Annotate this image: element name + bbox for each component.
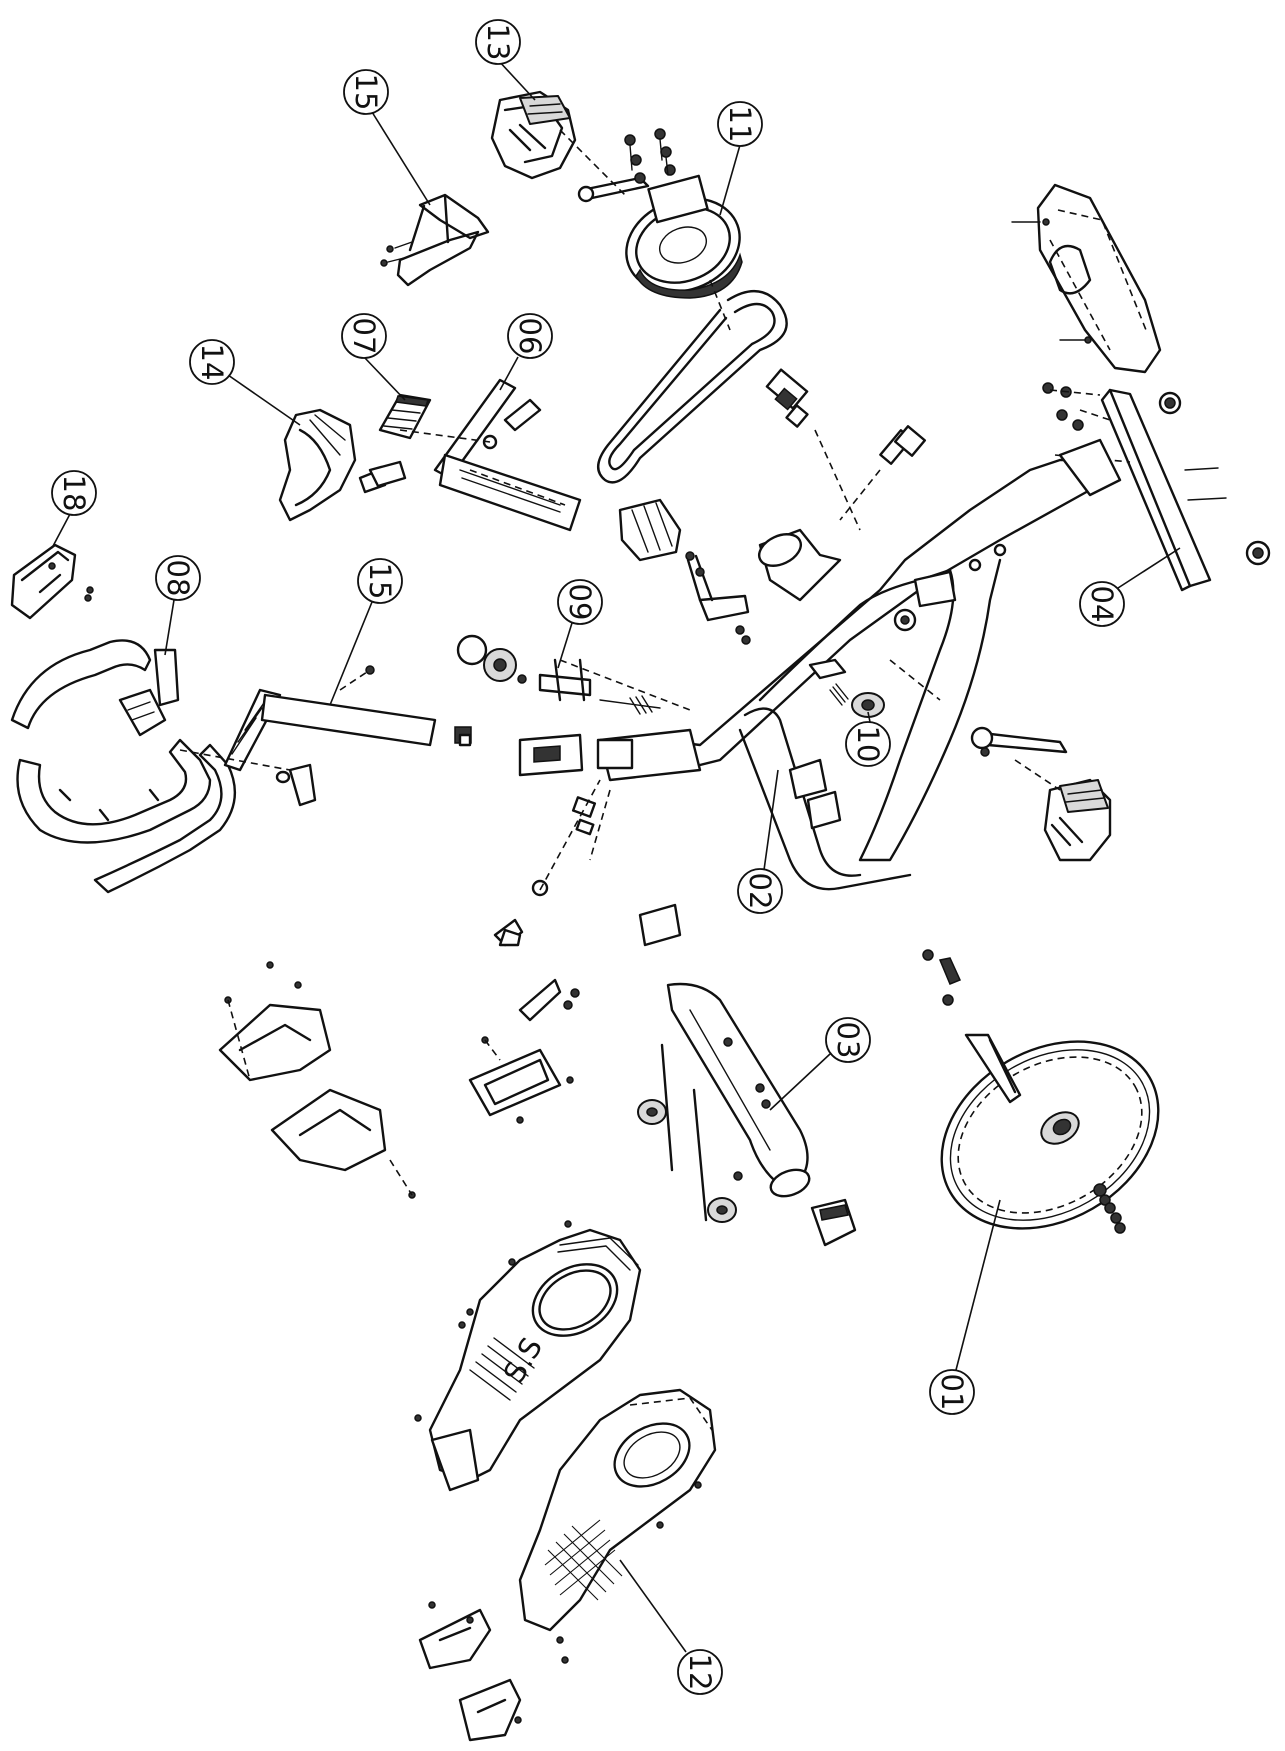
callout-07: 07 [347,318,381,355]
part-adjust-clamp [518,733,584,777]
callout-03: 03 [831,1022,865,1059]
part-seat-slider [378,393,432,440]
part-flywheel [922,949,1160,1234]
part-pedal-top [490,90,577,180]
part-front-stabilizer [637,903,857,1247]
callout-15-bottom: 15 [363,563,397,600]
part-console [10,543,94,620]
part-handlebar-post [179,665,437,807]
part-brake-bracket [685,551,751,645]
callout-02: 02 [743,873,777,910]
part-seat-post-knob [879,425,927,465]
callout-15-top: 15 [349,74,383,111]
part-bottom-bracket-axle [765,368,809,428]
assembly-guide-lines [559,129,1101,861]
part-chain-guard-inner [518,1388,717,1664]
part-bottle-cage [380,193,490,287]
part-crank-arm-top [577,176,650,203]
part-crank-arm-right [970,726,1068,757]
callout-18: 18 [57,475,91,512]
part-tension-spring [808,658,885,718]
callout-06: 06 [513,318,547,355]
callout-08: 08 [161,560,195,597]
part-seat-post [399,378,582,532]
part-front-adjust-knob [493,779,601,947]
part-chain-guard-outer: S.S [414,1220,642,1492]
part-post-bushing [454,726,472,747]
part-drive-belt [597,290,788,484]
part-side-cover-right [1011,183,1162,374]
callout-01: 01 [935,1374,969,1411]
part-guard-clip-lower [458,1678,522,1742]
callouts: 13 15 11 14 07 06 18 08 15 [51,19,1181,1695]
callout-12: 12 [683,1654,717,1691]
callout-10: 10 [851,726,885,763]
part-belt-pulley [624,128,743,299]
part-saddle [278,408,407,522]
part-seat-tube-insert [618,498,682,562]
callout-09: 09 [563,584,597,621]
callout-13: 13 [481,24,515,61]
part-main-frame [596,438,1122,891]
part-cover-bracket-left [218,961,416,1199]
callout-04: 04 [1085,586,1119,623]
part-handlebar [10,639,237,894]
callout-14: 14 [195,344,229,381]
part-resistance-assembly [456,634,691,715]
part-mount-bracket [468,978,580,1124]
part-pedal-right [1043,778,1112,862]
part-guard-clip-upper [418,1601,492,1670]
callout-11: 11 [723,106,757,143]
